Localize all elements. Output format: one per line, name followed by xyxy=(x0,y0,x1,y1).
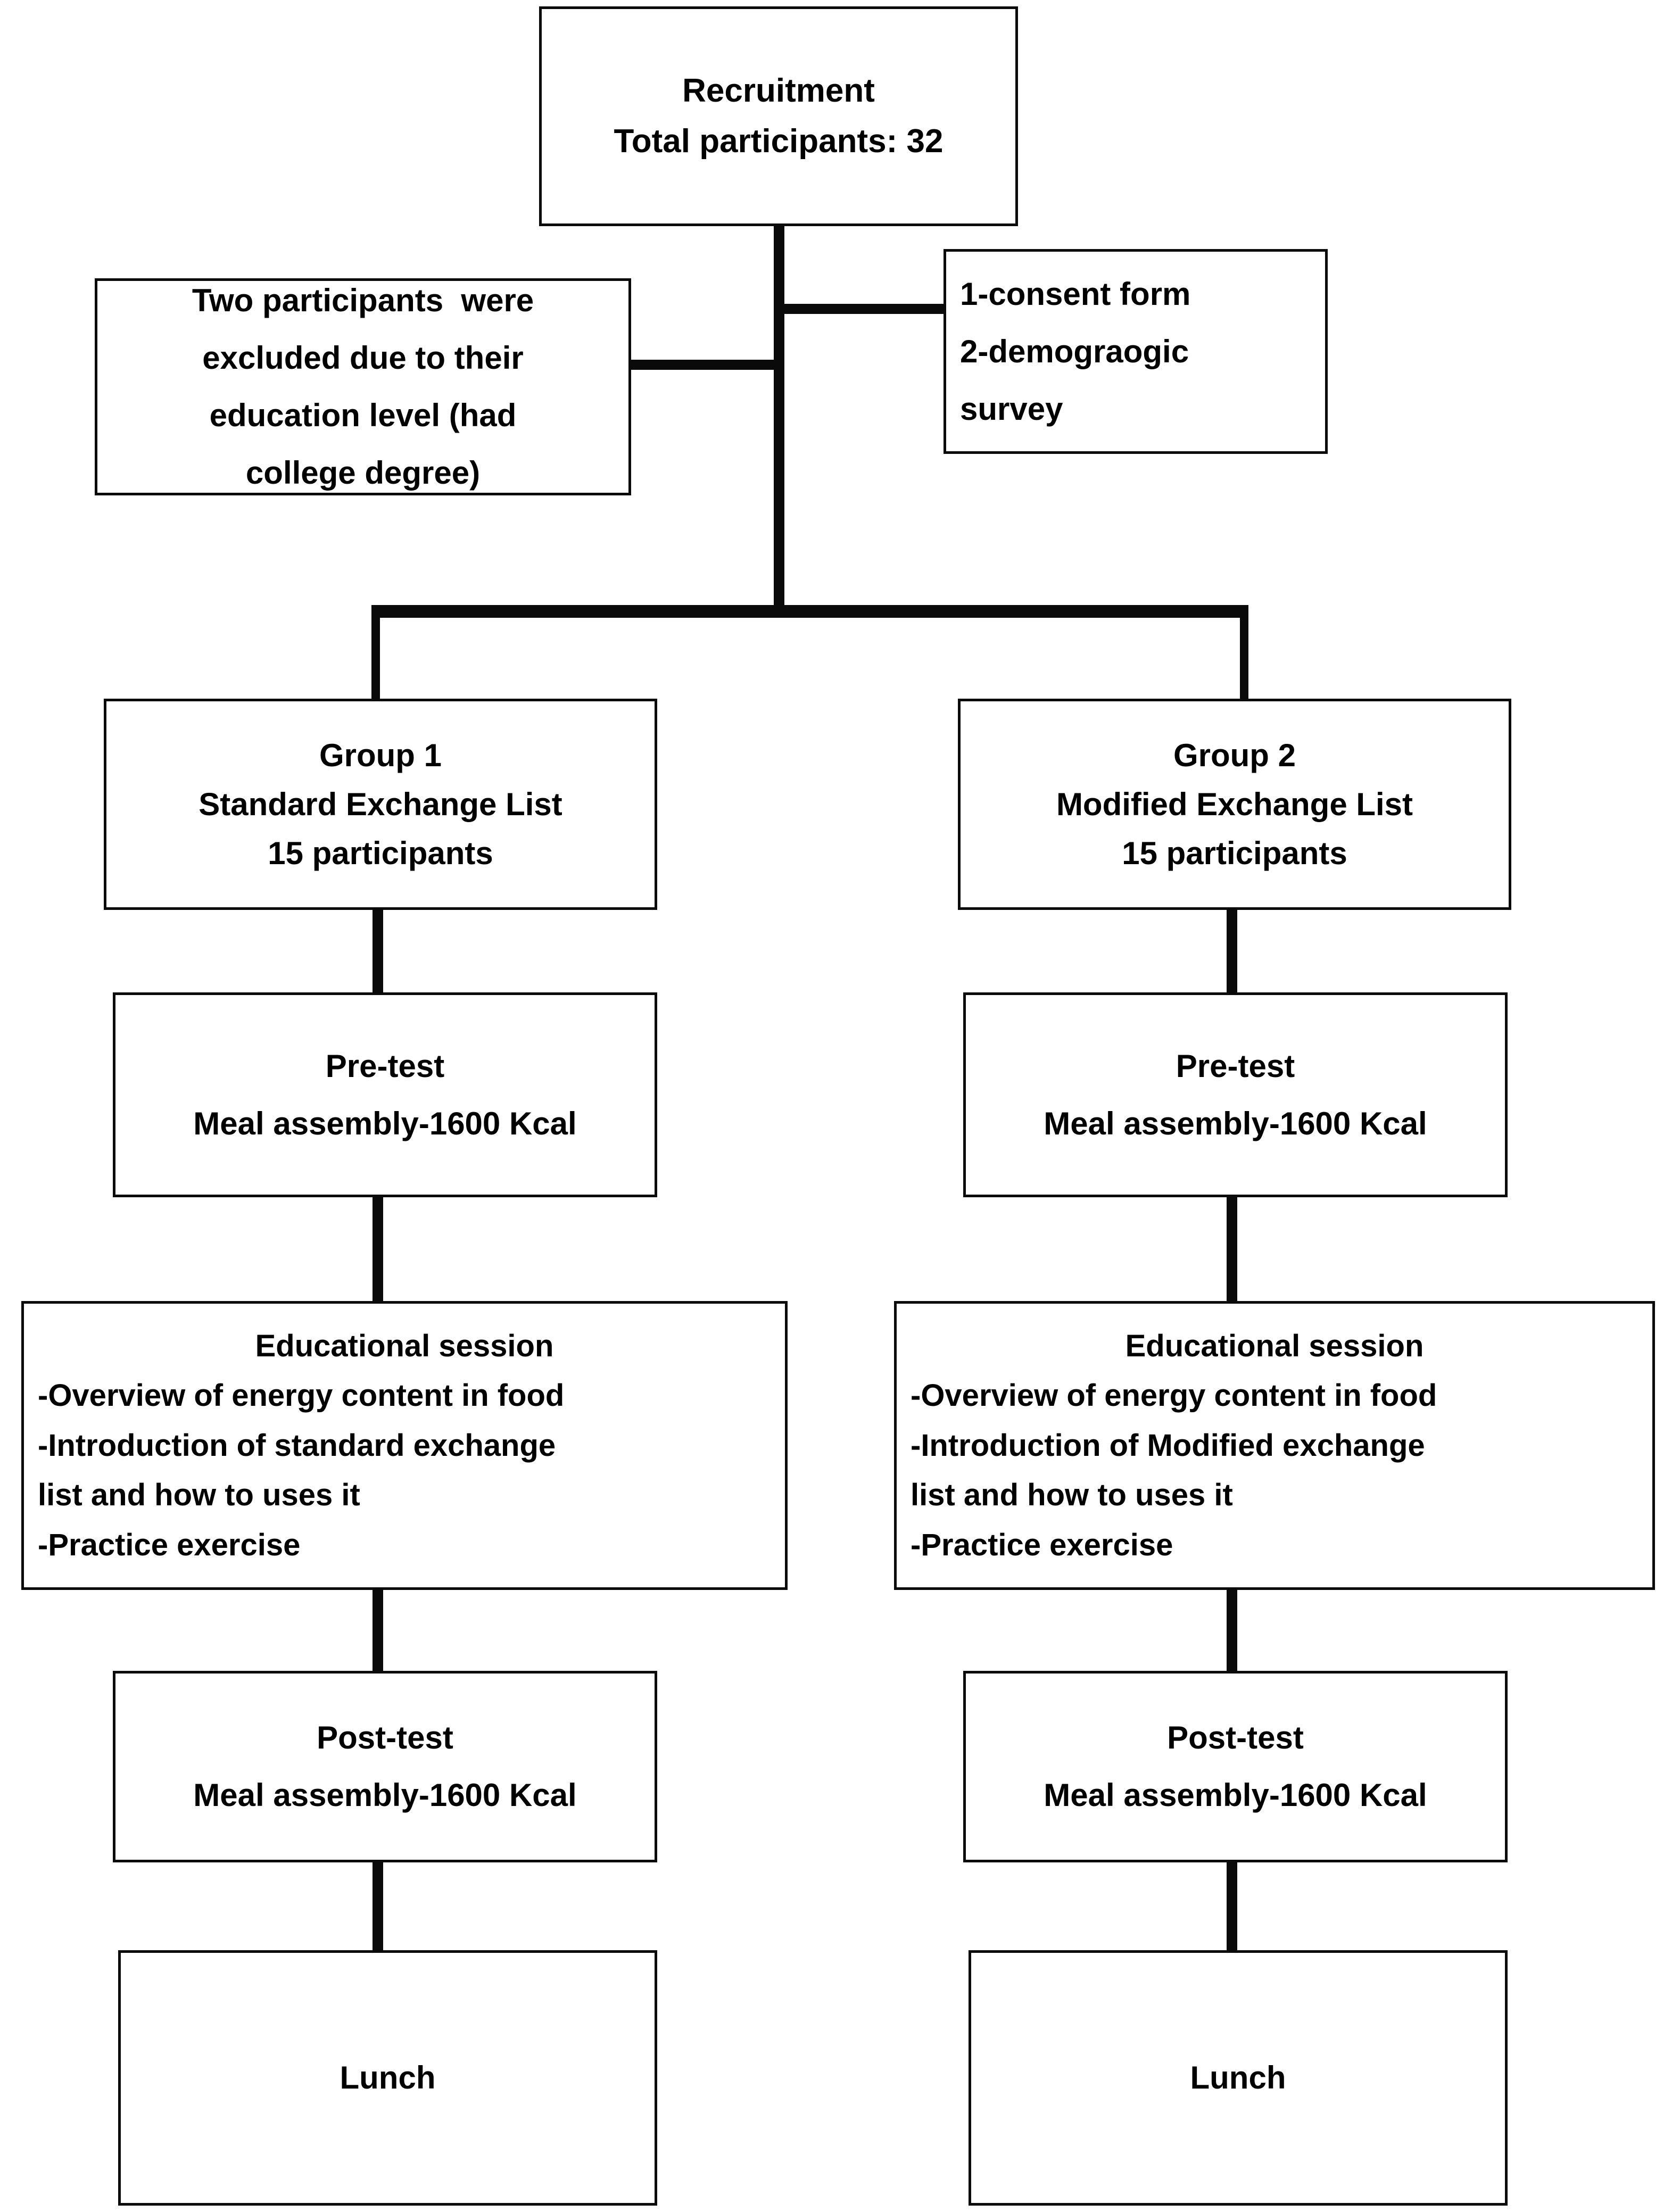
baseline-forms-line-1: 1-consent form xyxy=(960,276,1191,312)
exclusion-line-1: Two participants were xyxy=(192,283,534,318)
lunch1-line-1: Lunch xyxy=(340,2060,436,2095)
node-posttest2[interactable]: Post-test Meal assembly-1600 Kcal xyxy=(963,1671,1508,1862)
connector-to-baseline-forms xyxy=(782,304,947,314)
pretest2-line-2: Meal assembly-1600 Kcal xyxy=(1044,1105,1427,1141)
group1-line-3: 15 participants xyxy=(268,835,493,871)
connector-posttest1-to-lunch1 xyxy=(373,1860,383,1953)
education2-line-3: list and how to uses it xyxy=(911,1478,1233,1513)
connector-group1-to-pretest1 xyxy=(373,907,383,995)
connector-posttest2-to-lunch2 xyxy=(1227,1860,1237,1953)
node-education1[interactable]: Educational session -Overview of energy … xyxy=(21,1301,788,1590)
exclusion-line-2: excluded due to their xyxy=(202,340,524,376)
posttest1-line-2: Meal assembly-1600 Kcal xyxy=(193,1777,577,1813)
posttest1-line-1: Post-test xyxy=(317,1720,453,1755)
education2-line-1: -Overview of energy content in food xyxy=(911,1378,1437,1413)
connector-group2-to-pretest2 xyxy=(1227,907,1237,995)
connector-split-leg-left xyxy=(371,605,380,702)
exclusion-line-3: education level (had xyxy=(209,397,517,433)
connector-split-leg-right xyxy=(1240,605,1248,702)
exclusion-line-4: college degree) xyxy=(245,455,481,491)
node-group1[interactable]: Group 1 Standard Exchange List 15 partic… xyxy=(104,699,657,910)
connector-trunk-vertical xyxy=(774,223,784,612)
connector-pretest2-to-education2 xyxy=(1227,1195,1237,1304)
group2-line-1: Group 2 xyxy=(1173,737,1296,773)
node-group2[interactable]: Group 2 Modified Exchange List 15 partic… xyxy=(958,699,1511,910)
node-baseline-forms[interactable]: 1-consent form 2-demograogic survey xyxy=(944,249,1328,454)
node-pretest2[interactable]: Pre-test Meal assembly-1600 Kcal xyxy=(963,992,1508,1197)
lunch2-line-1: Lunch xyxy=(1190,2060,1286,2095)
education1-line-1: -Overview of energy content in food xyxy=(38,1378,565,1413)
group1-line-1: Group 1 xyxy=(319,737,442,773)
baseline-forms-line-3: survey xyxy=(960,391,1063,427)
node-education2[interactable]: Educational session -Overview of energy … xyxy=(894,1301,1655,1590)
node-recruitment[interactable]: Recruitment Total participants: 32 xyxy=(539,6,1018,226)
recruitment-line-2: Total participants: 32 xyxy=(614,122,944,160)
node-lunch2[interactable]: Lunch xyxy=(969,1950,1508,2206)
connector-education2-to-posttest2 xyxy=(1227,1588,1237,1674)
node-lunch1[interactable]: Lunch xyxy=(118,1950,657,2206)
connector-education1-to-posttest1 xyxy=(373,1588,383,1674)
connector-split-bar xyxy=(371,605,1248,618)
education1-title: Educational session xyxy=(255,1329,554,1364)
education2-line-2: -Introduction of Modified exchange xyxy=(911,1428,1425,1463)
pretest1-line-2: Meal assembly-1600 Kcal xyxy=(193,1105,577,1141)
posttest2-line-2: Meal assembly-1600 Kcal xyxy=(1044,1777,1427,1813)
node-pretest1[interactable]: Pre-test Meal assembly-1600 Kcal xyxy=(113,992,657,1197)
connector-pretest1-to-education1 xyxy=(373,1195,383,1304)
node-exclusion[interactable]: Two participants were excluded due to th… xyxy=(95,278,631,495)
education1-line-4: -Practice exercise xyxy=(38,1527,301,1562)
group1-line-2: Standard Exchange List xyxy=(198,786,562,822)
education2-line-4: -Practice exercise xyxy=(911,1527,1173,1562)
pretest2-line-1: Pre-test xyxy=(1176,1048,1295,1084)
posttest2-line-1: Post-test xyxy=(1167,1720,1304,1755)
education1-line-2: -Introduction of standard exchange xyxy=(38,1428,556,1463)
connector-to-exclusion xyxy=(627,360,777,370)
group2-line-2: Modified Exchange List xyxy=(1056,786,1413,822)
education2-title: Educational session xyxy=(1125,1329,1424,1364)
recruitment-line-1: Recruitment xyxy=(682,72,875,109)
node-posttest1[interactable]: Post-test Meal assembly-1600 Kcal xyxy=(113,1671,657,1862)
education1-line-3: list and how to uses it xyxy=(38,1478,360,1513)
baseline-forms-line-2: 2-demograogic xyxy=(960,333,1189,369)
group2-line-3: 15 participants xyxy=(1122,835,1347,871)
pretest1-line-1: Pre-test xyxy=(325,1048,445,1084)
